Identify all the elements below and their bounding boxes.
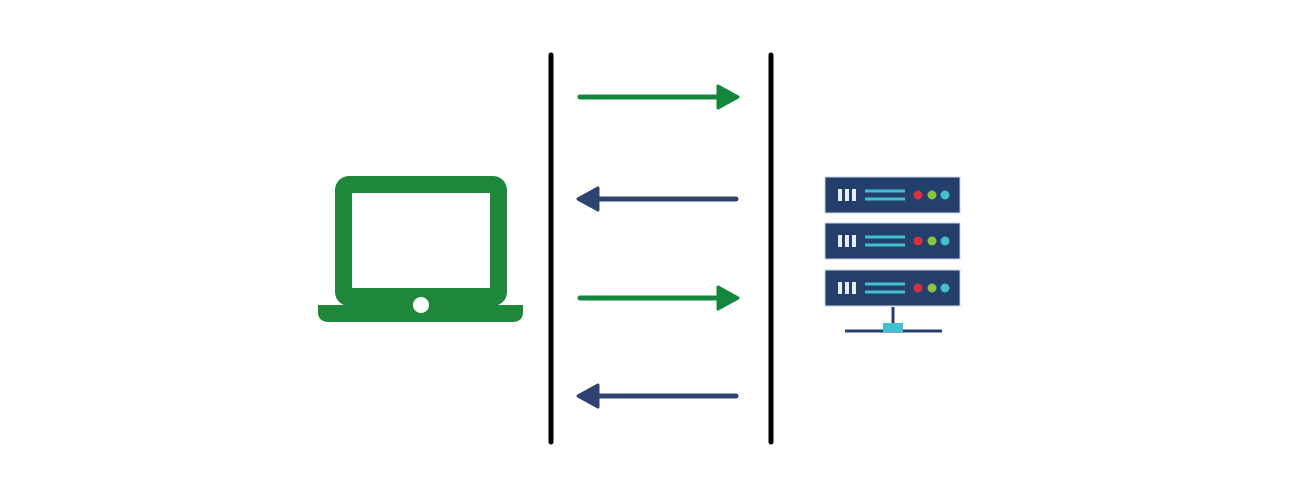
led-green: [927, 190, 937, 200]
led-red: [913, 190, 923, 200]
led-teal: [940, 283, 950, 293]
led-green: [927, 283, 937, 293]
led-green: [927, 236, 937, 246]
led-teal: [940, 190, 950, 200]
led-red: [913, 236, 923, 246]
server-unit: [824, 222, 961, 260]
laptop-icon: [318, 176, 523, 322]
network-connector: [883, 323, 903, 332]
server-unit: [824, 269, 961, 307]
led-red: [913, 283, 923, 293]
server-unit: [824, 176, 961, 214]
response-arrow: [576, 383, 739, 409]
response-arrow: [576, 186, 739, 212]
server-rack-icon: [824, 176, 961, 333]
led-teal: [940, 236, 950, 246]
arrows: [576, 84, 740, 409]
request-arrow: [577, 285, 740, 311]
request-arrow: [577, 84, 740, 110]
